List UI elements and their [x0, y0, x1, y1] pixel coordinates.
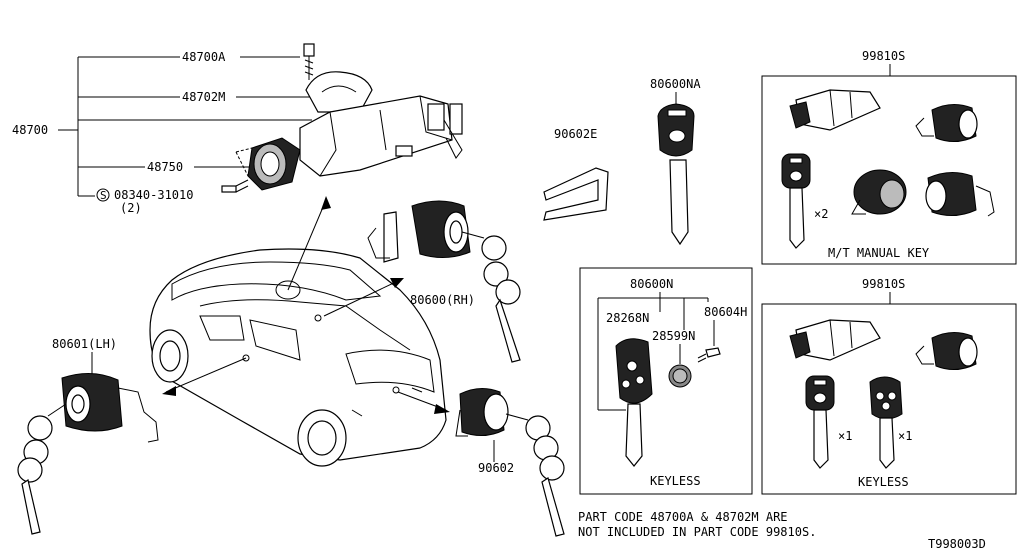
door-lock-rh: [367, 200, 521, 363]
label-28268N: 28268N: [606, 311, 649, 325]
bolt-48700A: [303, 43, 315, 57]
connector-plug: [395, 145, 413, 157]
keyless-kit-box: 80600N 28268N 80604H 28599N KEYLESS: [579, 267, 753, 495]
label-48700A: 48700A: [182, 50, 226, 64]
label-48750: 48750: [147, 160, 183, 174]
label-x2: ×2: [814, 207, 828, 221]
trunk-lock-90602: [455, 388, 565, 537]
label-keyless-center: KEYLESS: [650, 474, 701, 488]
note-line-2: NOT INCLUDED IN PART CODE 99810S.: [578, 525, 816, 539]
label-48700: 48700: [12, 123, 48, 137]
ignition-leader-lines: [58, 56, 318, 197]
label-28599N: 28599N: [652, 329, 695, 343]
diagram-code: T998003D: [928, 537, 986, 551]
label-48702M: 48702M: [182, 90, 225, 104]
note-line-1: PART CODE 48700A & 48702M ARE: [578, 510, 788, 524]
label-99810S-top: 99810S: [862, 49, 905, 63]
door-lock-lh: [17, 373, 159, 535]
label-99810S-bottom: 99810S: [862, 277, 905, 291]
label-08340-31010: 08340-31010: [114, 188, 193, 202]
trunk-part-90602E: [543, 167, 609, 221]
mt-manual-key-kit-box: ×2 M/T MANUAL KEY: [761, 75, 1017, 265]
label-80600NA: 80600NA: [650, 77, 701, 91]
key-80600NA: [657, 103, 695, 246]
clamp-48702M: [305, 71, 373, 113]
label-90602E: 90602E: [554, 127, 597, 141]
screw-08340: [221, 185, 237, 193]
location-arrows: [162, 196, 450, 414]
label-90602: 90602: [478, 461, 514, 475]
keyless-kit-box-right: ×1 ×1 KEYLESS: [761, 303, 1017, 495]
label-x1-b: ×1: [898, 429, 912, 443]
module-48750: [235, 137, 301, 191]
label-keyless-right: KEYLESS: [858, 475, 909, 489]
lock-cylinder-face: [427, 103, 445, 131]
ignition-switch-assembly: [221, 43, 463, 193]
label-80601LH: 80601(LH): [52, 337, 117, 351]
screw-symbol-icon: [96, 188, 110, 202]
screw-symbol-letter: S: [100, 189, 107, 202]
label-x1-a: ×1: [838, 429, 852, 443]
connector-tab: [449, 103, 463, 135]
label-08340-qty: (2): [120, 201, 142, 215]
label-80604H: 80604H: [704, 305, 747, 319]
label-80600N: 80600N: [630, 277, 673, 291]
vehicle-outline: [149, 248, 447, 467]
label-80600RH: 80600(RH): [410, 293, 475, 307]
label-mt-manual-key: M/T MANUAL KEY: [828, 246, 930, 260]
